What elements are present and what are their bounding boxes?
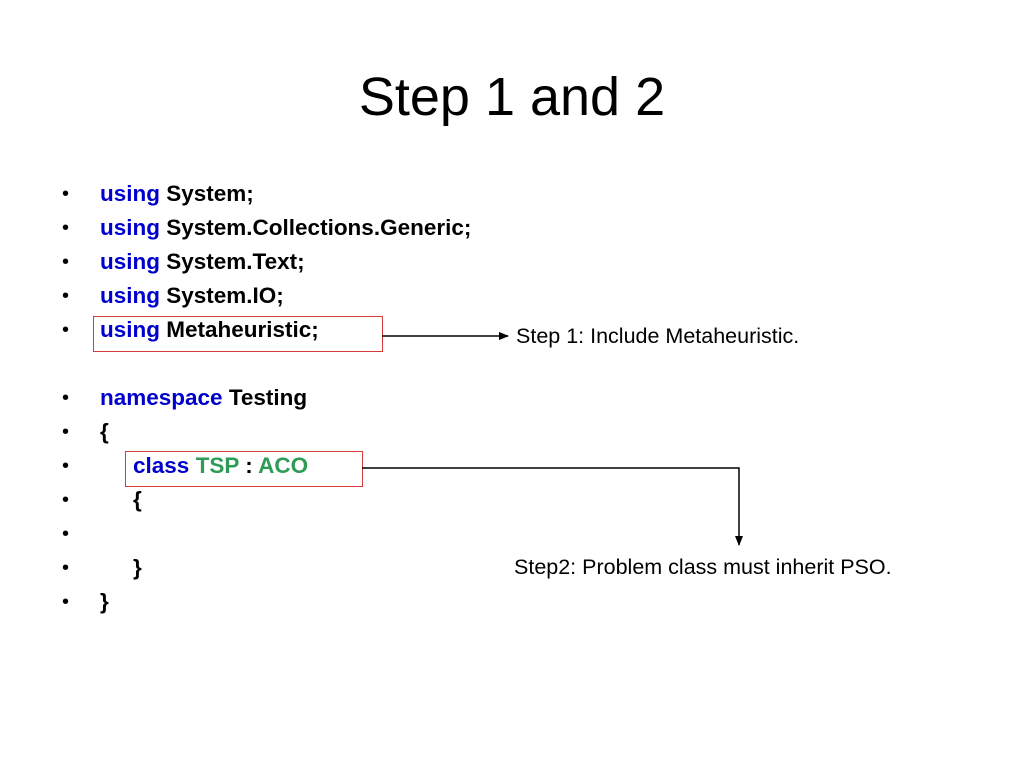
bullet-icon: •: [62, 319, 70, 341]
code-line-using-metaheuristic: • using Metaheuristic;: [62, 314, 319, 346]
keyword: using: [100, 215, 160, 240]
code-line-class-declaration: • class TSP : ACO: [62, 450, 308, 482]
keyword: namespace: [100, 385, 223, 410]
bullet-icon: •: [62, 387, 70, 409]
class-name: TSP: [195, 453, 239, 478]
keyword: using: [100, 283, 160, 308]
keyword: using: [100, 181, 160, 206]
keyword: class: [133, 453, 190, 478]
code-line-empty: •: [62, 518, 87, 550]
keyword: using: [100, 317, 160, 342]
code-text: System;: [160, 181, 254, 206]
code-line-class-close-brace: • }: [62, 552, 142, 584]
code-line-using-system: • using System;: [62, 178, 254, 210]
code-text: {: [133, 487, 142, 512]
code-text: }: [100, 589, 109, 614]
step1-annotation: Step 1: Include Metaheuristic.: [516, 324, 800, 348]
code-text: System.Text;: [160, 249, 305, 274]
code-line-using-text: • using System.Text;: [62, 246, 305, 278]
code-line-using-collections: • using System.Collections.Generic;: [62, 212, 471, 244]
code-text: {: [100, 419, 109, 444]
bullet-icon: •: [62, 455, 70, 477]
bullet-icon: •: [62, 523, 70, 545]
code-text: :: [238, 453, 259, 478]
code-line-namespace: • namespace Testing: [62, 382, 307, 414]
bullet-icon: •: [62, 183, 70, 205]
code-line-close-brace: • }: [62, 586, 109, 618]
code-text: System.Collections.Generic;: [160, 215, 472, 240]
code-text: Testing: [222, 385, 308, 410]
bullet-icon: •: [62, 557, 70, 579]
bullet-icon: •: [62, 251, 70, 273]
base-class-name: ACO: [258, 453, 309, 478]
class-highlight-box: [125, 451, 363, 487]
step2-arrow: [362, 467, 743, 546]
code-line-using-io: • using System.IO;: [62, 280, 284, 312]
bullet-icon: •: [62, 489, 70, 511]
bullet-icon: •: [62, 421, 70, 443]
slide-title: Step 1 and 2: [358, 67, 666, 127]
bullet-icon: •: [62, 217, 70, 239]
code-line-open-brace: • {: [62, 416, 109, 448]
metaheuristic-highlight-box: [93, 316, 383, 352]
step2-annotation: Step2: Problem class must inherit PSO.: [514, 555, 892, 579]
keyword: using: [100, 249, 160, 274]
bullet-icon: •: [62, 285, 70, 307]
code-text: Metaheuristic;: [160, 317, 319, 342]
code-line-class-open-brace: • {: [62, 484, 142, 516]
bullet-icon: •: [62, 591, 70, 613]
code-text: System.IO;: [160, 283, 284, 308]
code-text: }: [133, 555, 142, 580]
